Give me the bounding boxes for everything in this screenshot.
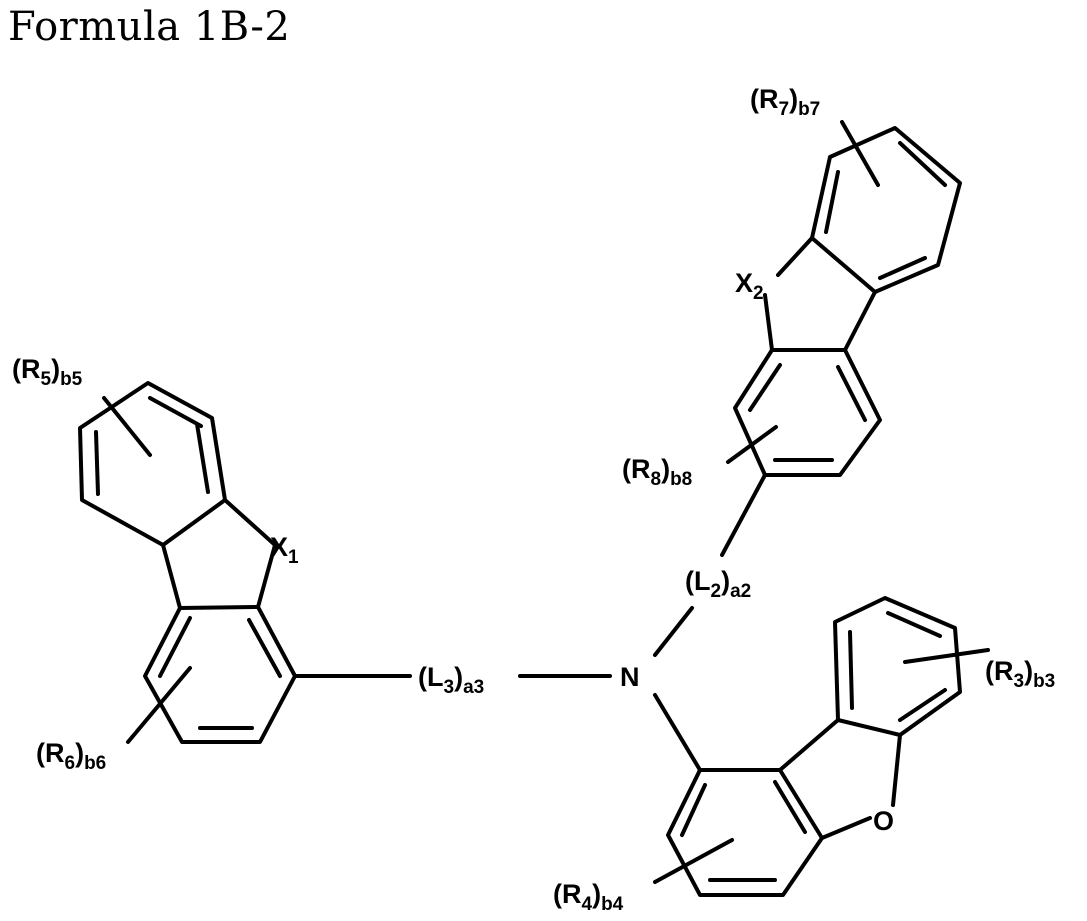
R6-attachment-bond: [128, 668, 190, 742]
bond-N-to-dibenzofuran: [655, 695, 700, 770]
oxygen-label: O: [873, 806, 894, 836]
X1-label: X1: [270, 532, 299, 568]
top-fused-ring-system: [722, 122, 960, 555]
dbf-right-inner-bonds: [850, 613, 945, 720]
top-benzene-ring: [812, 128, 960, 292]
R4-attachment-bond: [655, 840, 732, 882]
R3-label: (R3)b3: [985, 656, 1055, 692]
top-lower-ring: [735, 350, 880, 475]
L2-label: (L2)a2: [685, 566, 751, 602]
R7-label: (R7)b7: [750, 84, 820, 120]
dibenzofuran-ring-system: [655, 598, 988, 895]
left-lower-ring: [145, 607, 295, 742]
dbf-left-inner-bonds: [682, 782, 805, 880]
top-lower-inner-bonds: [750, 365, 865, 460]
R7-attachment-bond: [842, 122, 878, 185]
L3-label: (L3)a3: [418, 662, 484, 698]
bond-N-to-L2: [655, 608, 692, 655]
bond-top-to-L2: [722, 475, 765, 555]
top-benzene-inner-bonds: [826, 143, 945, 278]
nitrogen-label: N: [620, 662, 640, 692]
dbf-left-ring: [668, 770, 822, 895]
R5-label: (R5)b5: [12, 354, 83, 390]
R8-attachment-bond: [728, 427, 776, 462]
R8-label: (R8)b8: [622, 454, 692, 490]
left-lower-inner-bonds: [160, 618, 280, 728]
left-five-ring: [163, 500, 275, 608]
top-five-ring: [765, 238, 875, 350]
left-fused-ring-system: [80, 383, 410, 742]
X2-label: X2: [735, 268, 764, 304]
R4-label: (R4)b4: [553, 879, 624, 915]
R5-attachment-bond: [104, 398, 150, 455]
R3-attachment-bond: [905, 650, 988, 662]
left-benzene-inner-bonds: [96, 398, 208, 494]
R6-label: (R6)b6: [36, 738, 106, 774]
